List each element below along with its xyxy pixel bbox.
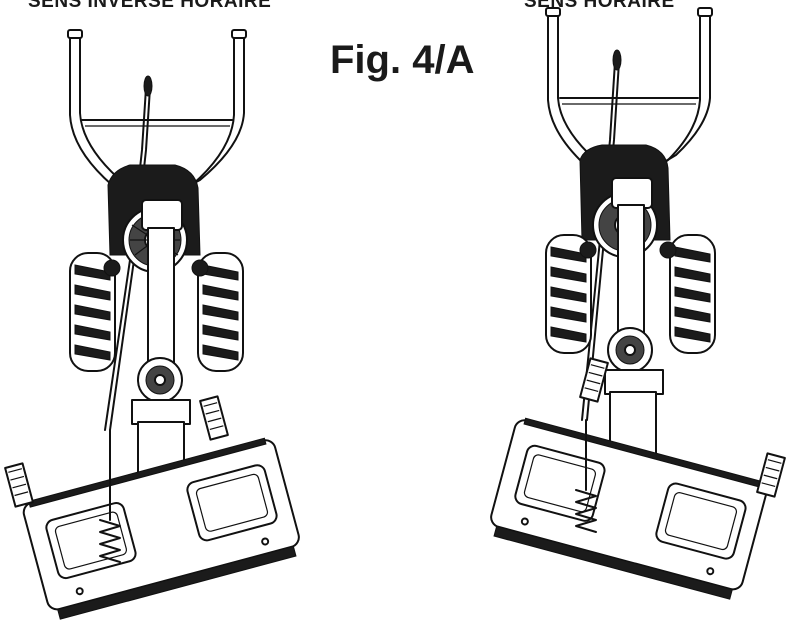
left-wheel (545, 234, 597, 354)
height-adjuster-left (579, 357, 609, 403)
figure-label: Fig. 4/A (330, 38, 475, 82)
brush-head-housing (490, 417, 768, 600)
caption-counterclockwise: SENS INVERSE HORAIRE (28, 0, 272, 12)
height-adjuster-right (199, 395, 229, 441)
caption-clockwise: SENS HORAIRE (524, 0, 675, 12)
right-wheel (191, 252, 244, 372)
height-adjuster-right (756, 452, 786, 498)
right-wheel (659, 234, 716, 354)
brush-head-housing (22, 437, 300, 620)
left-wheel (69, 252, 121, 372)
machine-clockwise-illustration (490, 7, 786, 600)
spring (99, 429, 121, 563)
machine-counterclockwise-illustration (4, 29, 300, 620)
spring (575, 419, 597, 533)
height-adjuster-left (4, 462, 34, 508)
